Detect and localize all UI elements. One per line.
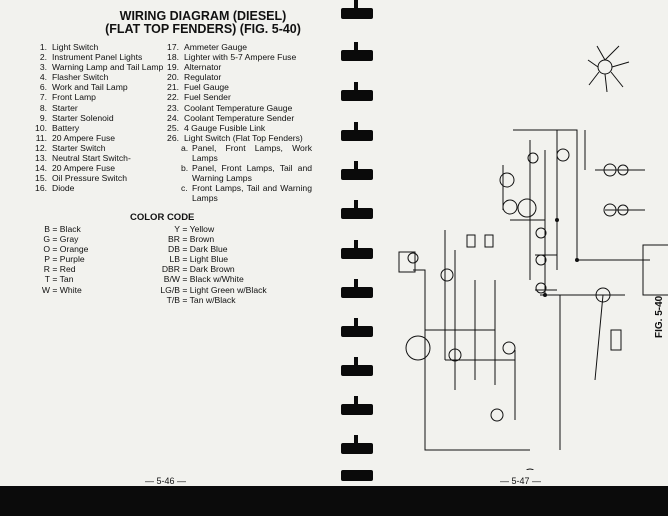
color-code-row: T/B = Tan w/Black (166, 294, 236, 305)
list-item: 13.Neutral Start Switch- (35, 153, 131, 164)
color-code-row: LG/B = Light Green w/Black (160, 284, 267, 295)
color-code-row: P = Purple (44, 254, 85, 265)
color-code-row: R = Red (43, 264, 76, 275)
page-title: WIRING DIAGRAM (DIESEL) (FLAT TOP FENDER… (105, 9, 301, 36)
page-number-left: — 5-46 — (145, 476, 187, 486)
color-code-row: Y = Yellow (174, 224, 215, 234)
spiral-binding (341, 0, 373, 486)
list-item: 7.Front Lamp (39, 92, 96, 103)
component-list-col1: 1.Light Switch 2.Instrument Panel Lights… (33, 42, 178, 193)
list-item: 3.Warning Lamp and Tail Lamp (39, 62, 164, 73)
sub-item: b.Panel, Front Lamps, Tail and Warning L… (181, 163, 312, 184)
wiring-diagram (398, 45, 668, 470)
color-code-title: COLOR CODE (130, 212, 195, 223)
page-number-right: — 5-47 — (500, 476, 542, 486)
color-code-row: B = Black (44, 224, 81, 234)
list-item: 15.Oil Pressure Switch (35, 173, 127, 184)
color-code-row: DB = Dark Blue (168, 244, 228, 255)
list-item: 8.Starter (39, 102, 78, 113)
list-item: 26.Light Switch (Flat Top Fenders) (167, 132, 303, 143)
list-item: 23.Coolant Temperature Gauge (167, 102, 293, 113)
color-code-row: DBR = Dark Brown (161, 264, 235, 275)
sub-item: c.Front Lamps, Tail and Warning Lamps (181, 183, 312, 204)
list-item: 21.Fuel Gauge (167, 82, 229, 93)
list-item: 11.20 Ampere Fuse (35, 132, 116, 143)
color-code-col2: Y = Yellow BR = Brown DB = Dark Blue LB … (140, 224, 267, 305)
list-item: 20.Regulator (167, 72, 222, 83)
list-item: 9.Starter Solenoid (39, 112, 114, 123)
bottom-shadow (0, 486, 668, 516)
color-code-row: BR = Brown (168, 234, 215, 245)
list-item: 24.Coolant Temperature Sender (167, 112, 295, 123)
color-code-row: LB = Light Blue (169, 254, 229, 265)
list-item: 2.Instrument Panel Lights (39, 52, 143, 63)
list-item: 18.Lighter with 5-7 Ampere Fuse (167, 52, 297, 63)
list-item: 6.Work and Tail Lamp (39, 82, 128, 93)
list-item: 17.Ammeter Gauge (167, 42, 248, 52)
list-item: 14.20 Ampere Fuse (35, 163, 116, 174)
color-code-row: G = Gray (43, 234, 79, 245)
list-item: 12.Starter Switch (35, 142, 106, 153)
light-switch-symbol (587, 45, 630, 93)
color-code-row: O = Orange (43, 244, 89, 255)
list-item: 16.Diode (35, 183, 75, 194)
list-item: 10.Battery (35, 122, 80, 133)
color-code-row: B/W = Black w/White (163, 274, 244, 285)
color-code-row: T = Tan (44, 274, 74, 285)
list-item: 19.Alternator (167, 62, 222, 73)
sub-item: a.Panel, Front Lamps, Work Lamps (181, 142, 312, 164)
color-code-col1: B = Black G = Gray O = Orange P = Purple… (28, 224, 89, 295)
color-code-row: W = White (41, 284, 82, 295)
figure-label: FIG. 5-40 (654, 295, 665, 338)
list-item: 4.Flasher Switch (39, 72, 109, 83)
list-item: 25.4 Gauge Fusible Link (167, 122, 266, 133)
list-item: 22.Fuel Sender (167, 92, 231, 103)
component-list-col2: 17.Ammeter Gauge 18.Lighter with 5-7 Amp… (165, 42, 340, 204)
list-item: 1.Light Switch (39, 42, 99, 52)
